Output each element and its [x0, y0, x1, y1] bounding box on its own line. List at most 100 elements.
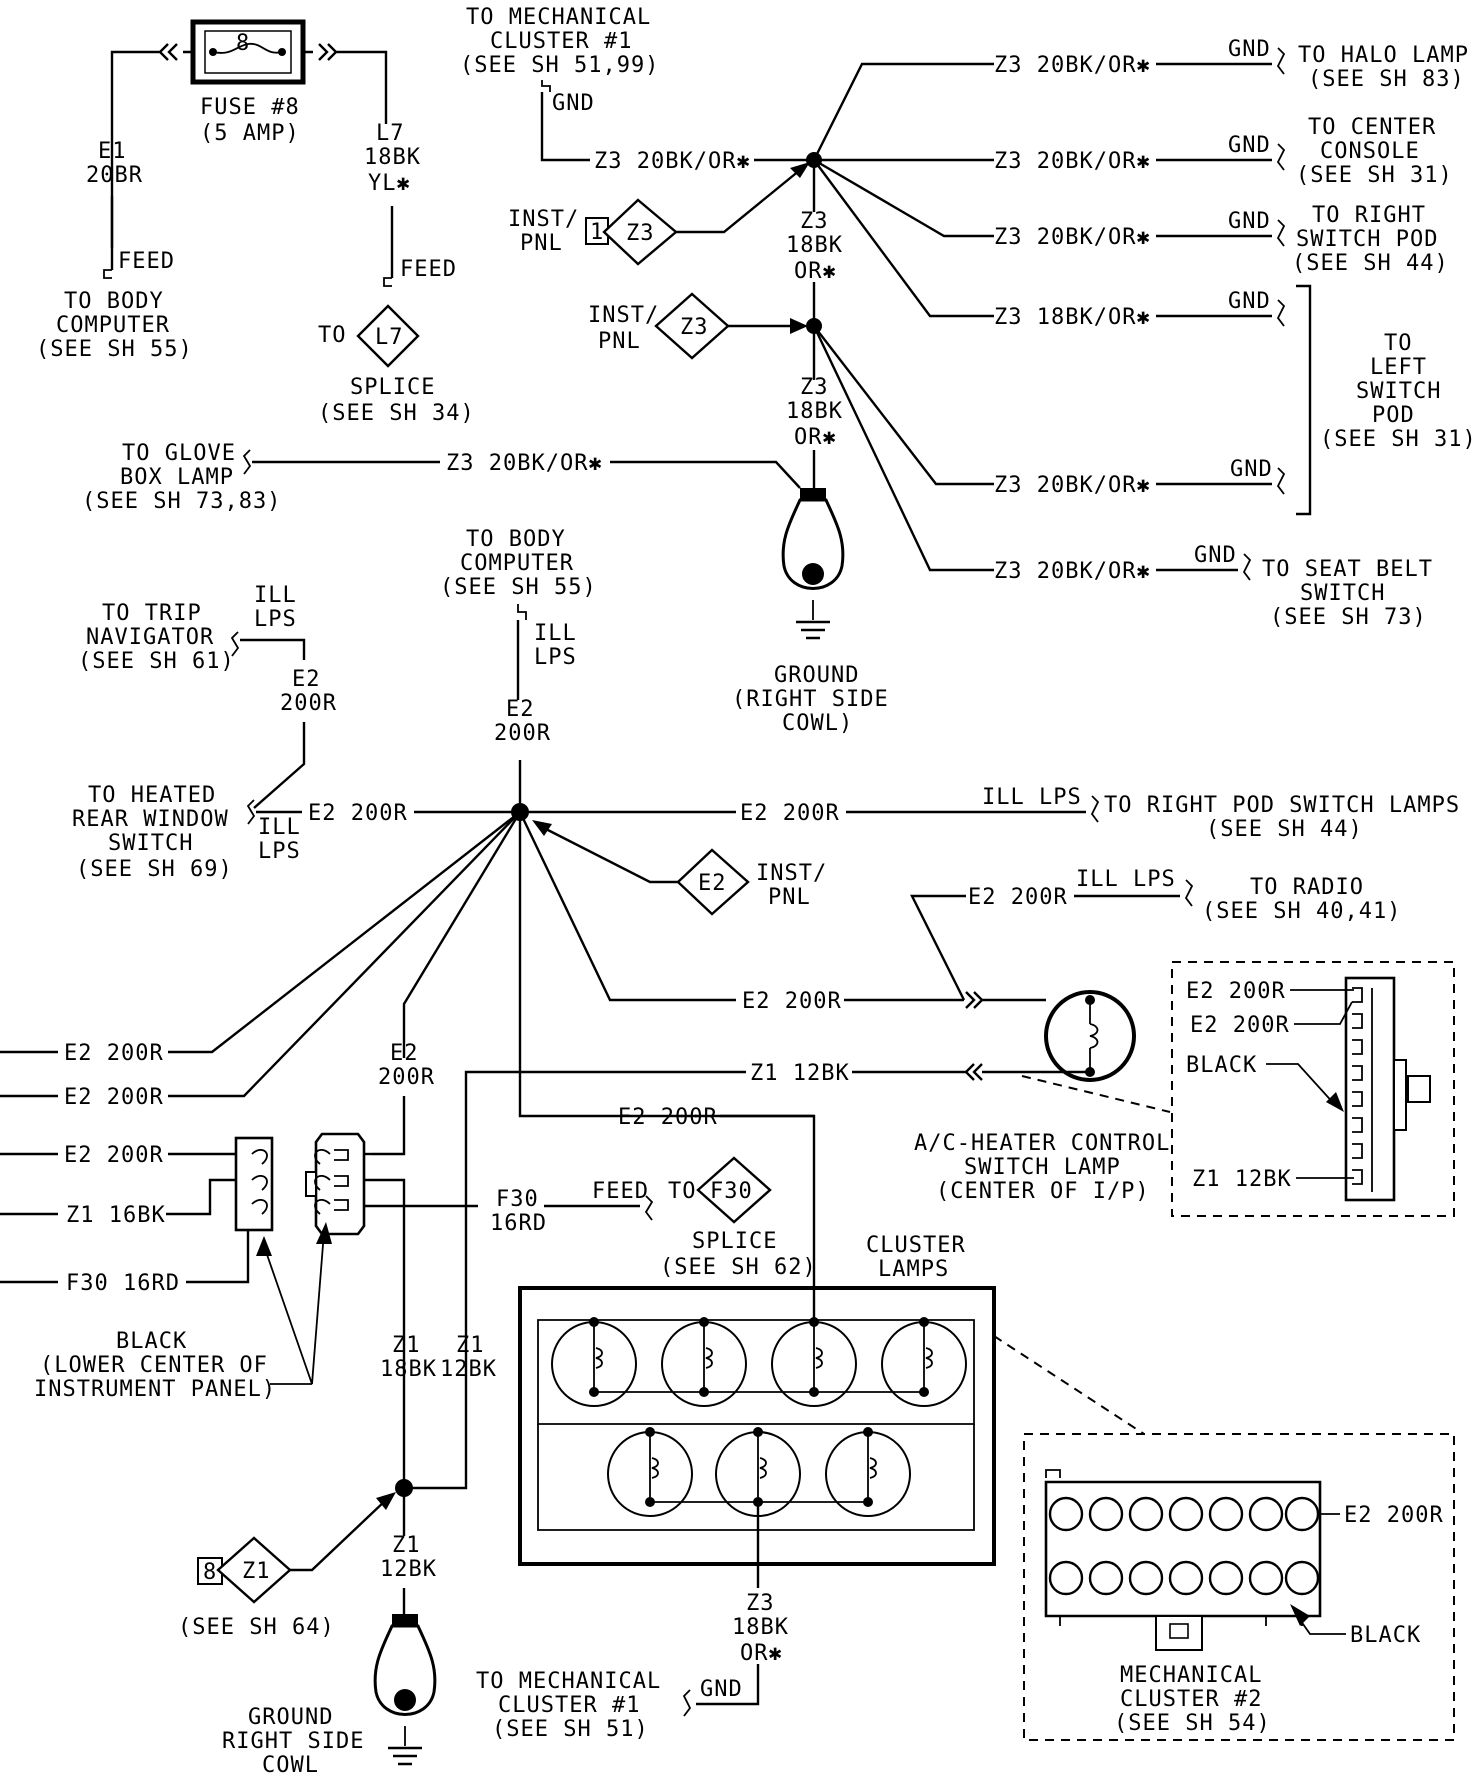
- e2-label-right-pod: E2 200R: [740, 801, 840, 826]
- z3-label-glove: Z3 20BK/OR✱: [446, 451, 603, 476]
- svg-text:TO RIGHT POD SWITCH LAMPS: TO RIGHT POD SWITCH LAMPS: [1104, 793, 1460, 818]
- fuse-number: 8: [236, 31, 250, 56]
- svg-text:F30: F30: [710, 1179, 753, 1204]
- svg-text:COMPUTER: COMPUTER: [460, 551, 574, 576]
- ground-icon-top: [796, 620, 830, 640]
- svg-text:TO BODY: TO BODY: [466, 527, 566, 552]
- svg-text:Z1: Z1: [456, 1333, 485, 1358]
- connector-z1[interactable]: 8 Z1: [197, 1536, 292, 1604]
- svg-text:SWITCH: SWITCH: [1356, 379, 1441, 404]
- f30-label-conn: F30 16RD: [66, 1271, 180, 1296]
- dest-mech-cluster-2: MECHANICAL CLUSTER #2 (SEE SH 54): [1114, 1663, 1270, 1736]
- svg-text:(SEE SH 55): (SEE SH 55): [36, 337, 193, 362]
- dest-halo-lamp: TO HALO LAMP (SEE SH 83): [1298, 43, 1469, 92]
- svg-text:TO BODY: TO BODY: [64, 289, 164, 314]
- dest-right-pod-lamps: TO RIGHT POD SWITCH LAMPS (SEE SH 44): [1104, 793, 1460, 842]
- dest-seat-belt: TO SEAT BELT SWITCH (SEE SH 73): [1262, 557, 1432, 630]
- svg-text:MECHANICAL: MECHANICAL: [1120, 1663, 1262, 1688]
- fuse-name: FUSE #8: [200, 95, 300, 120]
- svg-text:(SEE SH 69): (SEE SH 69): [76, 857, 233, 882]
- e2-wire-label-connector: E2 200R: [378, 1041, 434, 1090]
- gnd-labels-upper: GND GND GND GND: [1228, 37, 1271, 314]
- svg-text:COWL): COWL): [782, 711, 853, 736]
- e2-label-radio: E2 200R: [968, 885, 1068, 910]
- e2-label-cluster: E2 200R: [618, 1105, 718, 1130]
- connector-l7[interactable]: L7: [356, 304, 420, 368]
- svg-text:OR✱: OR✱: [740, 1641, 783, 1666]
- svg-text:(SEE SH 55): (SEE SH 55): [440, 575, 597, 600]
- svg-text:(SEE SH 51): (SEE SH 51): [492, 1717, 649, 1742]
- dest-body-computer-2: TO BODY COMPUTER (SEE SH 55): [440, 527, 597, 600]
- feed-label-f30: FEED: [592, 1179, 649, 1204]
- dest-cluster-lamps: CLUSTER LAMPS: [866, 1233, 965, 1282]
- inst-pnl-2b: PNL: [598, 329, 641, 354]
- mech2-pin-e2: E2 200R: [1344, 1503, 1444, 1528]
- svg-text:(LOWER CENTER OF: (LOWER CENTER OF: [40, 1353, 268, 1378]
- z1-wire-label-12bk: Z1 12BK: [440, 1333, 496, 1382]
- svg-text:TO MECHANICAL: TO MECHANICAL: [476, 1669, 661, 1694]
- svg-text:Z1: Z1: [392, 1533, 421, 1558]
- svg-text:GROUND: GROUND: [248, 1705, 333, 1730]
- svg-text:TO RADIO: TO RADIO: [1250, 875, 1364, 900]
- mech-cluster-2-connector: [1044, 1469, 1322, 1651]
- e2-wire-label-top: E2 200R: [494, 697, 550, 746]
- svg-text:(SEE SH 61): (SEE SH 61): [78, 649, 235, 674]
- cluster-lamp-bulbs: [537, 1317, 975, 1531]
- dest-mech-cluster-top: TO MECHANICAL CLUSTER #1 (SEE SH 51,99): [460, 5, 658, 78]
- bulb-icon-glove: [781, 488, 845, 620]
- z1-wire-label-ground: Z1 12BK: [380, 1533, 437, 1582]
- connector-f30[interactable]: F30: [696, 1156, 772, 1224]
- dest-ac-heater: A/C-HEATER CONTROL SWITCH LAMP (CENTER O…: [914, 1131, 1169, 1204]
- z3-label-right-pod: Z3 20BK/OR✱: [994, 225, 1151, 250]
- svg-text:SWITCH POD: SWITCH POD: [1296, 227, 1438, 252]
- z3-label-console: Z3 20BK/OR✱: [994, 149, 1151, 174]
- svg-text:GND: GND: [1228, 37, 1271, 62]
- connector-z3-inst-pnl-2[interactable]: Z3: [654, 292, 730, 360]
- svg-text:F30: F30: [496, 1187, 539, 1212]
- svg-text:(SEE SH 83): (SEE SH 83): [1308, 67, 1465, 92]
- dest-heated-rear: TO HEATED REAR WINDOW SWITCH (SEE SH 69): [72, 783, 233, 882]
- connector-e2-inst-pnl[interactable]: E2: [676, 848, 750, 916]
- dest-mech-cluster-bottom: TO MECHANICAL CLUSTER #1 (SEE SH 51): [476, 1669, 661, 1742]
- svg-text:18BK: 18BK: [380, 1357, 437, 1382]
- svg-text:GROUND: GROUND: [774, 663, 859, 688]
- dest-ground-rsc-top: GROUND (RIGHT SIDE COWL): [732, 663, 888, 736]
- svg-text:TO GLOVE: TO GLOVE: [122, 441, 236, 466]
- svg-text:12BK: 12BK: [380, 1557, 437, 1582]
- ac-pin-e2-1: E2 200R: [1186, 979, 1286, 1004]
- e2-label-heated: E2 200R: [308, 801, 408, 826]
- svg-text:TO HEATED: TO HEATED: [88, 783, 216, 808]
- svg-text:(SEE SH 31): (SEE SH 31): [1296, 163, 1453, 188]
- dest-trip-navigator: TO TRIP NAVIGATOR (SEE SH 61): [78, 601, 235, 674]
- connector-black-left: [234, 1136, 274, 1232]
- svg-text:INSTRUMENT PANEL): INSTRUMENT PANEL): [34, 1377, 276, 1402]
- svg-text:GND: GND: [1228, 133, 1271, 158]
- svg-text:BOX LAMP: BOX LAMP: [120, 465, 234, 490]
- inst-pnl-1b: PNL: [520, 231, 563, 256]
- mech2-pin-black: BLACK: [1350, 1623, 1421, 1648]
- svg-text:TO TRIP: TO TRIP: [102, 601, 202, 626]
- to-label-l7: TO: [318, 323, 347, 348]
- svg-text:CLUSTER #1: CLUSTER #1: [498, 1693, 640, 1718]
- e2-wire-label-trip: E2 200R: [280, 667, 336, 716]
- connector-z3-inst-pnl-1[interactable]: 1 Z3: [585, 198, 678, 266]
- dest-radio: TO RADIO (SEE SH 40,41): [1202, 875, 1400, 924]
- dest-glove-box: TO GLOVE BOX LAMP (SEE SH 73,83): [82, 441, 280, 514]
- svg-text:TO HALO LAMP: TO HALO LAMP: [1298, 43, 1469, 68]
- gnd-label-mech-bottom: GND: [700, 1677, 743, 1702]
- z3-label-to-mech: Z3 20BK/OR✱: [594, 149, 751, 174]
- dest-left-switch-pod: TO LEFT SWITCH POD (SEE SH 31): [1320, 331, 1472, 452]
- svg-text:TO RIGHT: TO RIGHT: [1312, 203, 1426, 228]
- svg-text:E2: E2: [292, 667, 321, 692]
- svg-text:8: 8: [203, 1560, 217, 1585]
- svg-text:COMPUTER: COMPUTER: [56, 313, 170, 338]
- gnd-label-mech-top: GND: [552, 91, 595, 116]
- z3-wire-label-2: Z3 18BK OR✱: [786, 375, 842, 450]
- e1-label-2: 20BR: [86, 163, 143, 188]
- ac-pin-z1: Z1 12BK: [1192, 1167, 1292, 1192]
- svg-text:RIGHT SIDE: RIGHT SIDE: [222, 1729, 364, 1754]
- z3-label-seat-belt: Z3 20BK/OR✱: [994, 559, 1151, 584]
- svg-text:NAVIGATOR: NAVIGATOR: [86, 625, 214, 650]
- svg-text:E2: E2: [390, 1041, 419, 1066]
- svg-text:ILL: ILL: [254, 583, 297, 608]
